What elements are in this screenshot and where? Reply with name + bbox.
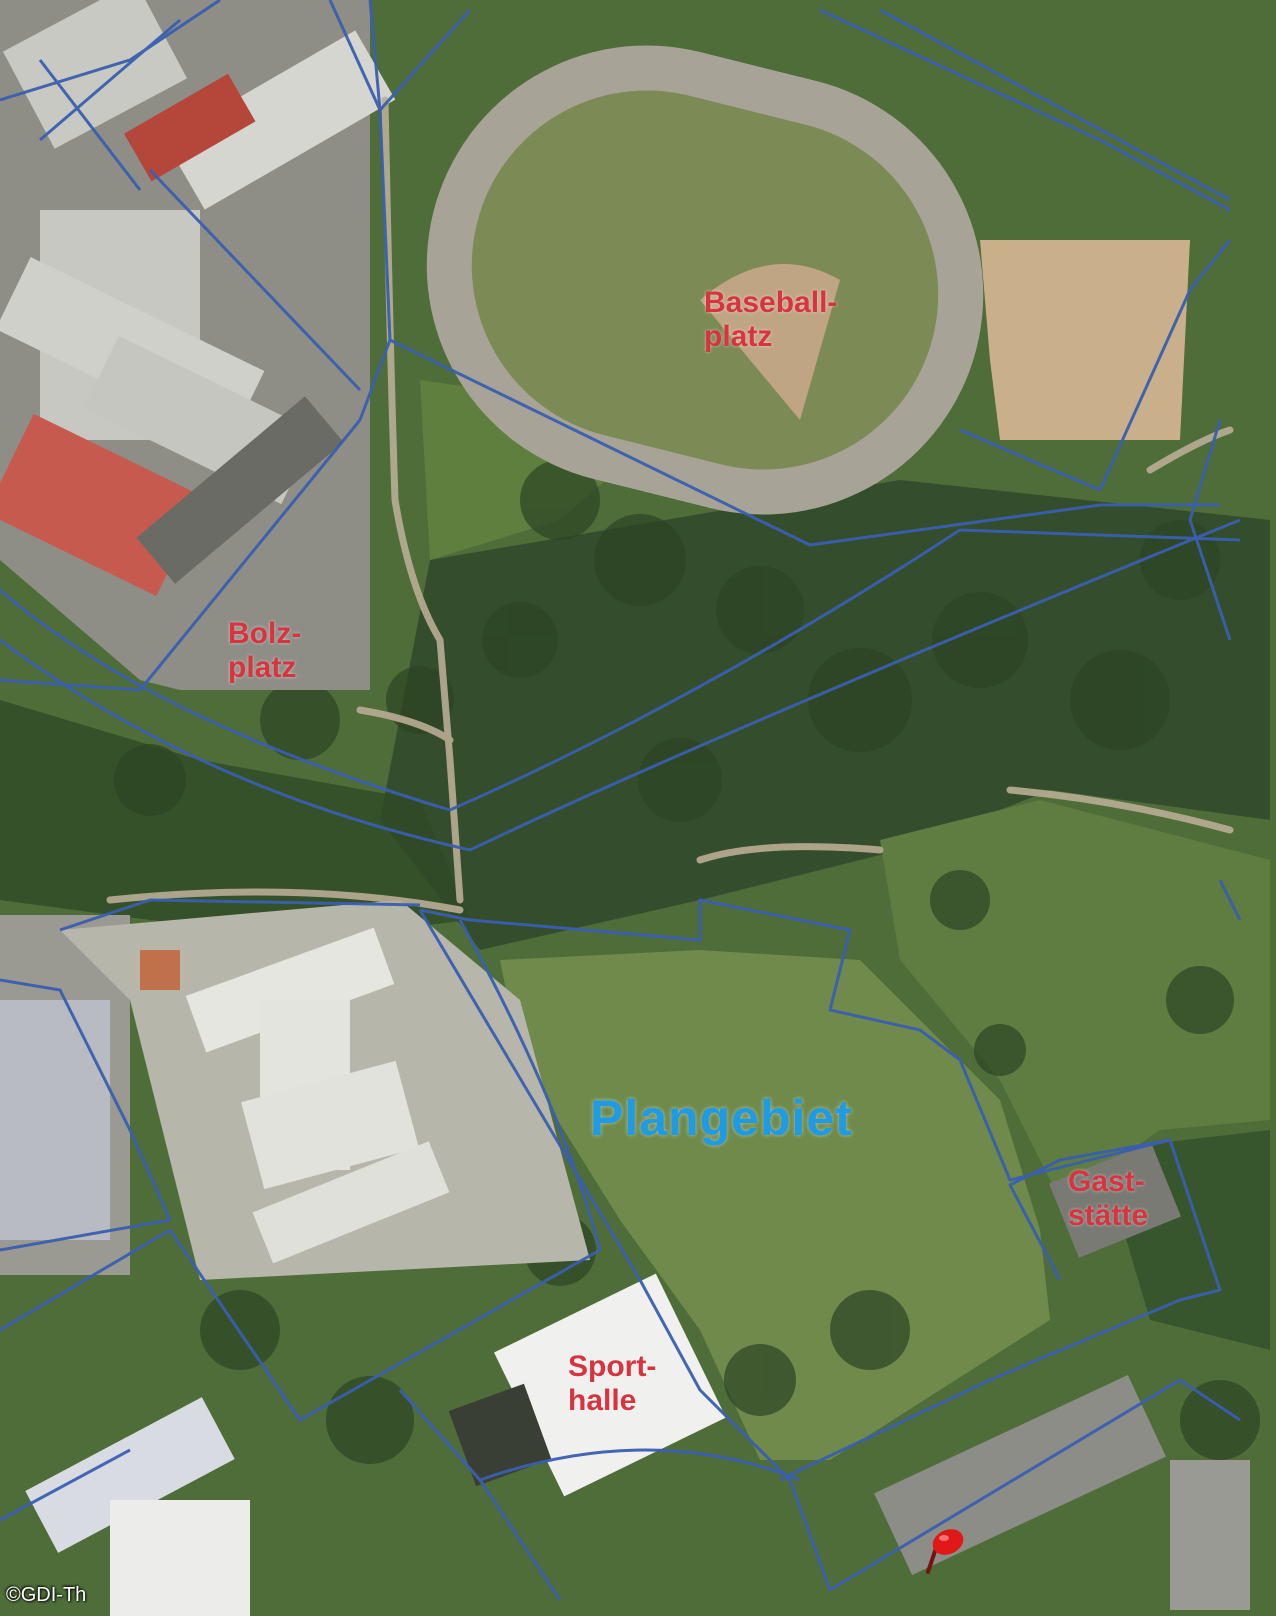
label-baseballplatz-line1: Baseball- bbox=[704, 286, 838, 319]
label-baseballplatz: Baseball- platz bbox=[704, 286, 837, 353]
copyright-notice: ©GDI-Th bbox=[6, 1584, 87, 1606]
label-bolzplatz-line1: Bolz- bbox=[228, 617, 302, 650]
label-gaststaette: Gast- stätte bbox=[1068, 1165, 1148, 1232]
label-bolzplatz-line2: platz bbox=[228, 650, 297, 684]
label-bolzplatz: Bolz- platz bbox=[228, 617, 301, 684]
label-sporthalle-line1: Sport- bbox=[568, 1350, 657, 1383]
label-sporthalle-line2: halle bbox=[568, 1383, 637, 1417]
label-gaststaette-line2: stätte bbox=[1068, 1198, 1149, 1232]
label-baseballplatz-line2: platz bbox=[704, 319, 773, 353]
label-gaststaette-line1: Gast- bbox=[1068, 1165, 1145, 1198]
label-plangebiet: Plangebiet bbox=[590, 1090, 853, 1146]
map-pin-icon[interactable] bbox=[924, 1522, 968, 1578]
label-sporthalle: Sport- halle bbox=[568, 1350, 656, 1417]
